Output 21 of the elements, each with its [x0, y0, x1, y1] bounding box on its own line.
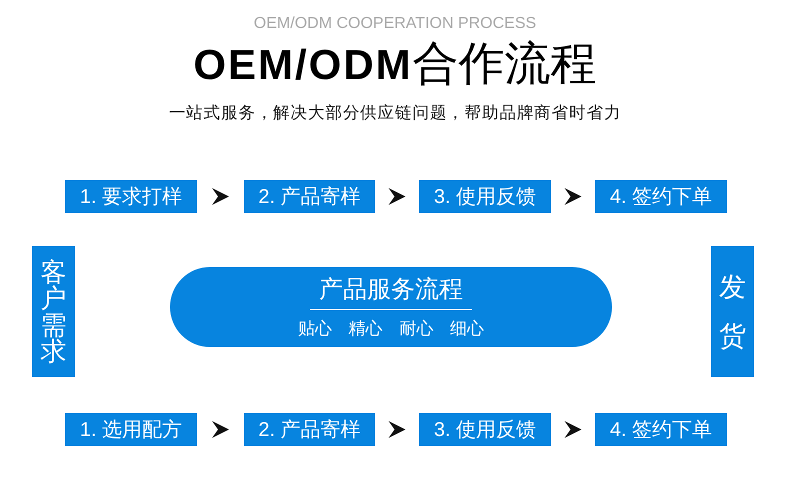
- chevron-arrow: [388, 188, 406, 205]
- step-box: 3. 使用反馈: [419, 180, 551, 213]
- chevron-arrow: [564, 421, 582, 438]
- panel-text: 贴心 精心 耐心 细心: [298, 319, 484, 339]
- step-box: 1. 要求打样: [65, 180, 197, 213]
- tagline: 一站式服务，解决大部分供应链问题，帮助品牌商省时省力: [168, 103, 622, 124]
- chevron-arrow: [564, 188, 582, 205]
- chevron-arrow: [212, 421, 229, 438]
- side-box: 客户需求: [32, 246, 75, 377]
- title: OEM/ODM合作流程: [193, 36, 597, 91]
- subtitle: OEM/ODM COOPERATION PROCESS: [254, 14, 536, 34]
- chevron-arrow: [388, 421, 406, 438]
- step-box: 2. 产品寄样: [244, 180, 375, 213]
- panel-heading: 产品服务流程: [310, 275, 472, 310]
- step-box: 3. 使用反馈: [419, 413, 551, 446]
- side-box: 发货: [711, 246, 754, 377]
- step-box: 2. 产品寄样: [244, 413, 375, 446]
- step-box: 4. 签约下单: [595, 180, 727, 213]
- step-box: 1. 选用配方: [65, 413, 197, 446]
- chevron-arrow: [212, 188, 229, 205]
- step-box: 4. 签约下单: [595, 413, 727, 446]
